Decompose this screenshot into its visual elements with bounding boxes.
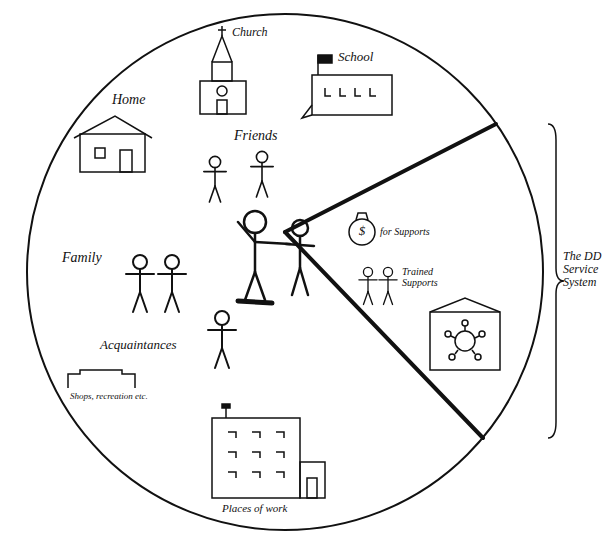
people-label: Acquaintances [100,338,177,352]
workplace-drawing [212,404,325,498]
system-label: The DD Service System [563,250,607,290]
support-person [286,220,314,295]
support-label: Trained Supports [402,266,457,288]
place-label: Shops, recreation etc. [70,392,148,402]
money-bag [349,213,375,245]
school-drawing [302,55,392,118]
wedge-lines [285,124,496,438]
central-person [238,211,290,303]
place-label: Church [232,26,268,39]
shops-drawing [68,370,135,388]
people-label: Family [62,250,102,265]
people [126,151,397,368]
support-label: for Supports [380,226,430,237]
people-label: Friends [234,128,278,143]
world-circle [27,14,543,530]
home-drawing [74,116,152,172]
money-symbol: $ [354,224,370,238]
place-label: School [338,50,373,64]
church-drawing [200,26,246,114]
place-label: Home [112,92,145,107]
group-home-drawing [430,298,500,370]
place-label: Places of work [222,502,287,514]
brace [548,124,564,438]
